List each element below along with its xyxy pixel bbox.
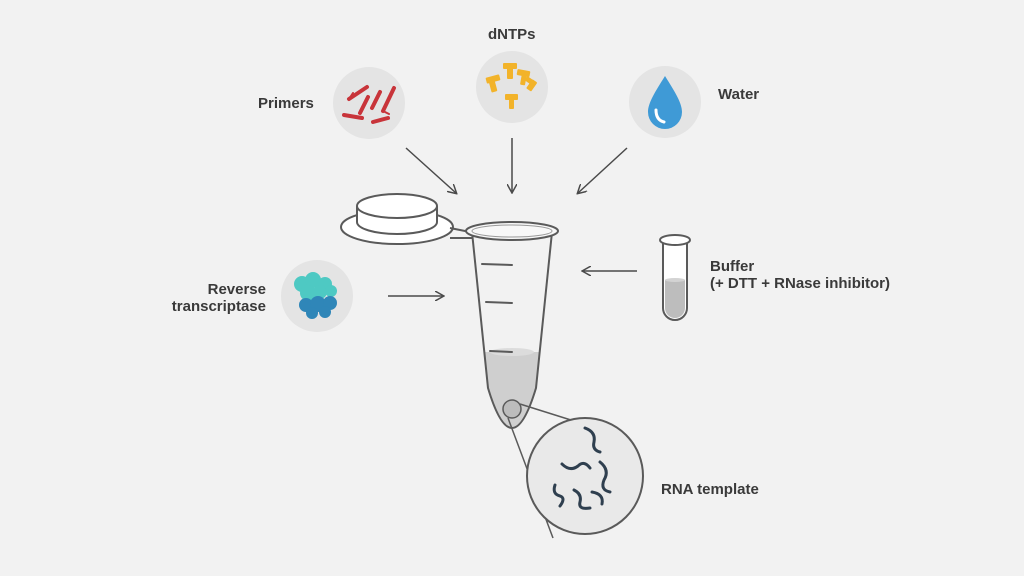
label-reverse-transcriptase: Reverse transcriptase <box>150 281 266 315</box>
arrow-water <box>578 147 628 193</box>
label-dntps: dNTPs <box>488 26 536 43</box>
rna-strands-icon <box>526 417 644 535</box>
dntps-icon <box>476 51 548 123</box>
label-rna-template: RNA template <box>661 481 759 498</box>
microcentrifuge-tube-icon <box>340 193 559 430</box>
label-buffer-line1: Buffer <box>710 258 755 275</box>
label-reverse-transcriptase-line2: transcriptase <box>171 298 266 315</box>
label-primers: Primers <box>258 95 314 112</box>
enzyme-icon <box>281 260 353 332</box>
buffer-tube-icon <box>659 234 691 321</box>
label-buffer: Buffer (+ DTT + RNase inhibitor) <box>710 258 890 292</box>
water-drop-icon <box>629 66 701 138</box>
label-water: Water <box>718 86 760 103</box>
arrows <box>388 138 637 296</box>
label-buffer-line2: (+ DTT + RNase inhibitor) <box>710 275 891 292</box>
primers-icon <box>333 67 405 139</box>
arrow-primers <box>405 147 456 193</box>
label-reverse-transcriptase-line1: Reverse <box>207 281 266 298</box>
